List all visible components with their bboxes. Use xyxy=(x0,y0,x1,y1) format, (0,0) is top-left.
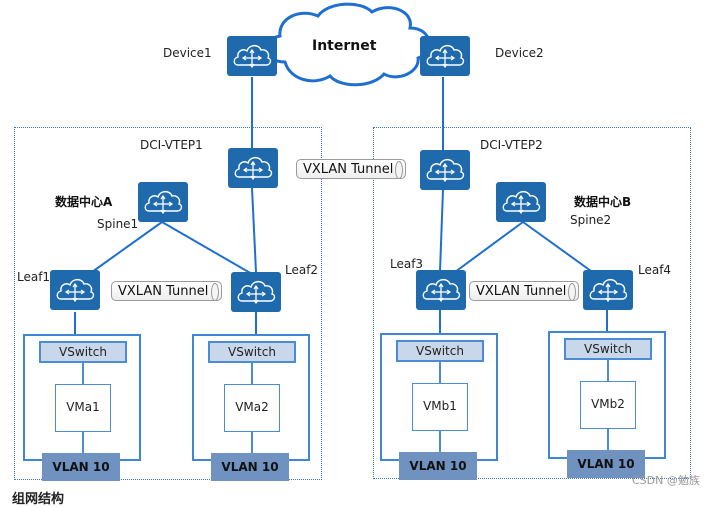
host-a2: VSwitch VMa2 VLAN 10 xyxy=(192,334,310,481)
router-icon xyxy=(423,39,467,73)
datacenter-b-title: 数据中心B xyxy=(574,195,632,209)
spine1-router[interactable] xyxy=(138,182,188,222)
vswitch[interactable]: VSwitch xyxy=(564,338,652,360)
link-vtep2-leaf3 xyxy=(439,189,444,272)
leaf4-label: Leaf4 xyxy=(638,263,672,277)
host-b2: VSwitch VMb2 VLAN 10 xyxy=(548,331,666,478)
datacenter-a-title: 数据中心A xyxy=(55,195,113,209)
vlan-badge: VLAN 10 xyxy=(567,450,645,478)
datacenter-b-box xyxy=(373,127,691,479)
dci-vtep2-label: DCI-VTEP2 xyxy=(480,138,543,152)
router-icon xyxy=(230,39,274,73)
leaf3-router[interactable] xyxy=(416,270,466,310)
host-b1: VSwitch VMb1 VLAN 10 xyxy=(380,333,498,480)
router-icon xyxy=(499,185,543,219)
leaf2-label: Leaf2 xyxy=(285,263,319,277)
dc-a-vxlan-tunnel: VXLAN Tunnel xyxy=(111,281,222,301)
vswitch[interactable]: VSwitch xyxy=(396,340,484,362)
spine2-router[interactable] xyxy=(496,182,546,222)
leaf3-label: Leaf3 xyxy=(390,257,424,271)
vlan-badge: VLAN 10 xyxy=(399,452,477,480)
link-spine2-leaf4 xyxy=(522,221,592,272)
vlan-badge: VLAN 10 xyxy=(42,453,120,481)
host-a1: VSwitch VMa1 VLAN 10 xyxy=(23,334,141,481)
watermark: CSDN @勉族 xyxy=(632,474,700,487)
connector xyxy=(439,362,441,386)
dci-vtep1-label: DCI-VTEP1 xyxy=(140,138,203,152)
link-spine2-leaf3 xyxy=(454,221,524,273)
connector xyxy=(82,432,84,454)
router-icon xyxy=(231,151,275,185)
internet-cloud xyxy=(263,2,431,87)
router-icon xyxy=(423,153,467,187)
leaf2-router[interactable] xyxy=(231,272,281,312)
spine2-label: Spine2 xyxy=(570,213,612,227)
spine1-label: Spine1 xyxy=(97,217,139,231)
connector xyxy=(82,363,84,387)
vswitch[interactable]: VSwitch xyxy=(208,341,296,363)
vm-box[interactable]: VMb1 xyxy=(412,383,468,431)
connector xyxy=(607,429,609,451)
connector xyxy=(439,431,441,453)
dci-vtep1-router[interactable] xyxy=(228,148,278,188)
device2-router[interactable] xyxy=(420,36,470,76)
device1-router[interactable] xyxy=(227,36,277,76)
router-icon xyxy=(586,273,630,307)
dci-vtep2-router[interactable] xyxy=(420,150,470,190)
router-icon xyxy=(53,273,97,307)
router-icon xyxy=(419,273,463,307)
leaf1-label: Leaf1 xyxy=(17,270,51,284)
link-spine1-leaf2 xyxy=(161,221,253,275)
datacenter-a-box xyxy=(14,127,322,480)
vlan-badge: VLAN 10 xyxy=(211,453,289,481)
router-icon xyxy=(234,275,278,309)
link-vtep1-leaf2 xyxy=(251,187,257,273)
dci-vxlan-tunnel: VXLAN Tunnel xyxy=(296,159,406,179)
dc-b-vxlan-tunnel: VXLAN Tunnel xyxy=(469,281,579,301)
vm-box[interactable]: VMb2 xyxy=(580,381,636,429)
device2-label: Device2 xyxy=(495,46,544,60)
vm-box[interactable]: VMa2 xyxy=(224,384,280,432)
connector xyxy=(607,360,609,384)
connector xyxy=(251,432,253,454)
link-spine1-leaf1 xyxy=(91,221,163,273)
internet-label: Internet xyxy=(312,38,377,54)
leaf1-router[interactable] xyxy=(50,270,100,310)
device1-label: Device1 xyxy=(163,46,212,60)
leaf4-router[interactable] xyxy=(583,270,633,310)
figure-caption: 组网结构 xyxy=(12,492,65,507)
vswitch[interactable]: VSwitch xyxy=(39,341,127,363)
topology-links xyxy=(74,2,608,334)
connector xyxy=(251,363,253,387)
vm-box[interactable]: VMa1 xyxy=(55,384,111,432)
router-icon xyxy=(141,185,185,219)
